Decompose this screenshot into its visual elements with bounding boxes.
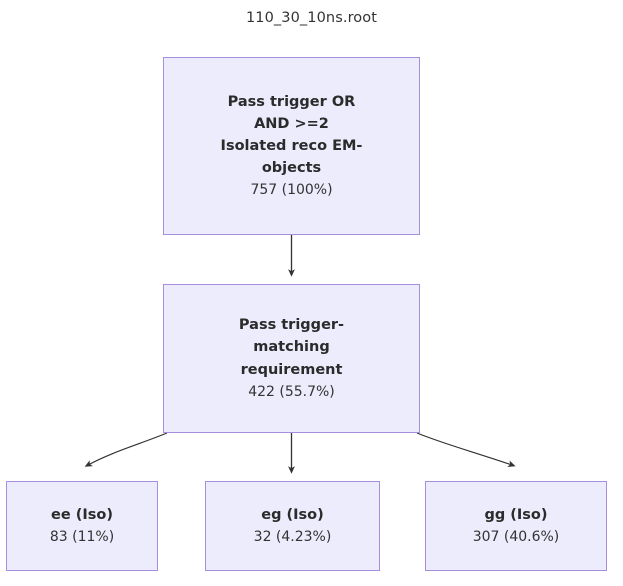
node-label: ee (Iso) xyxy=(51,506,113,523)
node-label: Pass trigger- matching requirement xyxy=(238,317,345,378)
node-count: 757 (100%) xyxy=(250,182,333,199)
node-count: 32 (4.23%) xyxy=(253,529,332,546)
node-label: eg (Iso) xyxy=(261,506,324,523)
page-title: 110_30_10ns.root xyxy=(245,10,378,26)
node-label: Pass trigger OR AND >=2 Isolated reco EM… xyxy=(220,93,363,177)
node-count: 307 (40.6%) xyxy=(472,529,560,546)
node-eg-iso[interactable]: eg (Iso) 32 (4.23%) xyxy=(205,481,380,571)
node-gg-iso[interactable]: gg (Iso) 307 (40.6%) xyxy=(425,481,607,571)
node-count: 422 (55.7%) xyxy=(248,383,335,400)
edge-match-to-ee xyxy=(84,432,168,467)
node-count: 83 (11%) xyxy=(49,529,115,546)
node-pass-trigger-or[interactable]: Pass trigger OR AND >=2 Isolated reco EM… xyxy=(163,57,420,235)
node-label: gg (Iso) xyxy=(484,506,548,523)
node-pass-trigger-matching[interactable]: Pass trigger- matching requirement 422 (… xyxy=(163,284,420,433)
edge-match-to-gg xyxy=(416,432,516,467)
node-ee-iso[interactable]: ee (Iso) 83 (11%) xyxy=(6,481,158,571)
